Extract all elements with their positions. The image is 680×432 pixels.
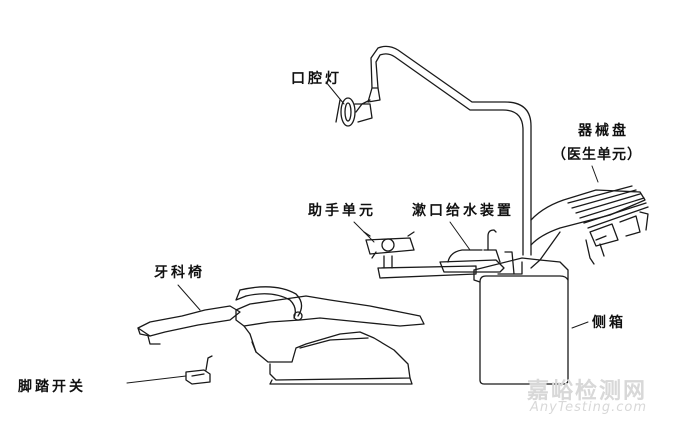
instrument-tray-sublabel: （医生单元）: [552, 147, 642, 163]
side-box: [473, 257, 569, 385]
instrument-tray: [530, 185, 649, 269]
watermark-cn: 嘉峪检测网: [527, 379, 648, 404]
watermark-en: AnyTesting.com: [530, 400, 648, 415]
lamp-arm: [367, 45, 532, 256]
foot-switch: [185, 355, 213, 385]
lamp-label: 口腔灯: [291, 71, 342, 87]
dental-lamp: [335, 97, 373, 127]
cuspidor-water-device: [439, 229, 523, 275]
assistant-unit: [363, 231, 477, 279]
chair-label: 牙科椅: [154, 265, 205, 281]
foot-switch-label: 脚踏开关: [18, 379, 86, 395]
assistant-unit-label: 助手单元: [308, 203, 376, 219]
side-box-label: 侧箱: [592, 315, 626, 331]
dental-chair: [137, 286, 425, 385]
water-device-label: 漱口给水装置: [412, 203, 514, 219]
instrument-tray-label: 器械盘: [578, 123, 629, 139]
leader-lines: [126, 81, 599, 384]
